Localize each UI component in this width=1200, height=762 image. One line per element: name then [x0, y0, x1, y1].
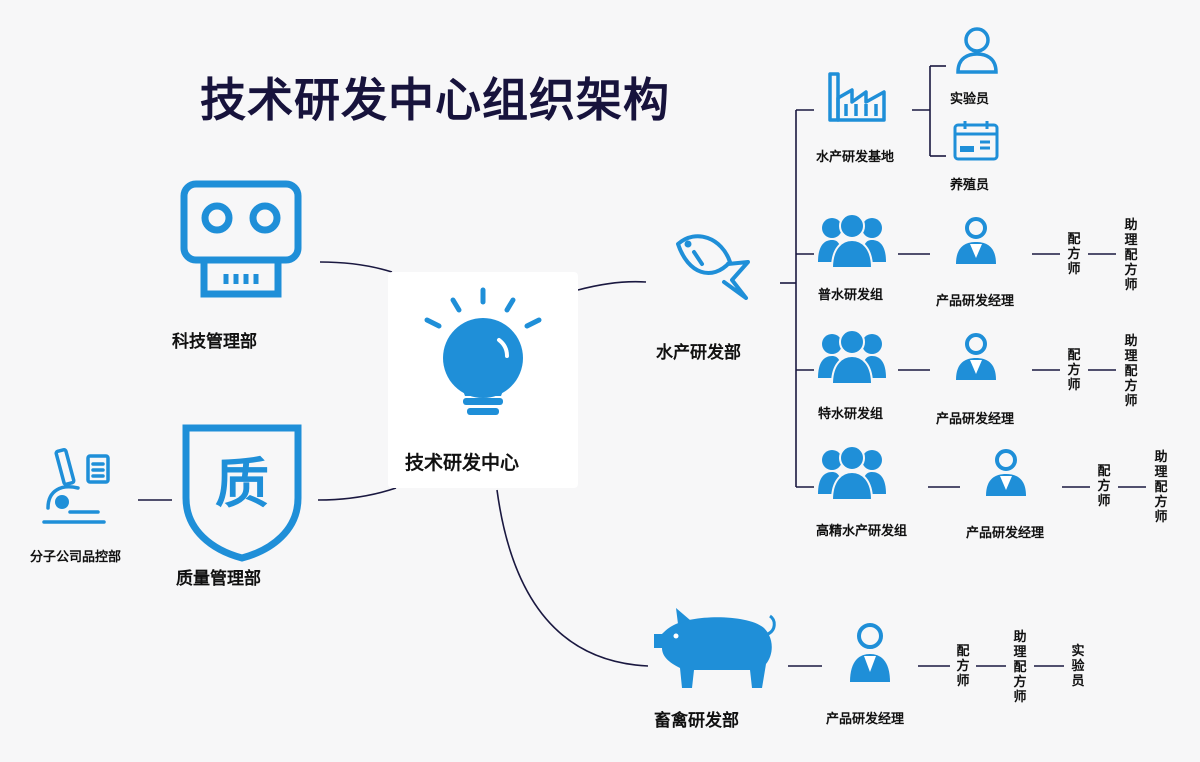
livestock-assistant-label: 助理配方师 — [1013, 630, 1027, 705]
aquatic-base-label: 水产研发基地 — [816, 150, 895, 165]
microscope-icon — [42, 447, 110, 524]
base-lab-staff-label: 实验员 — [950, 92, 990, 107]
livestock-lab-staff-label: 实验员 — [1071, 644, 1085, 689]
page-title: 技术研发中心组织架构 — [200, 73, 670, 127]
group-people-icon — [818, 213, 886, 268]
group-3-manager-label: 产品研发经理 — [966, 526, 1045, 541]
manager-person-icon — [850, 623, 890, 682]
pig-icon — [654, 608, 776, 688]
lab-staff-person-icon — [956, 27, 998, 74]
base-breeder-label: 养殖员 — [950, 178, 990, 193]
group-3-assistant-label: 助理配方师 — [1154, 450, 1168, 525]
group-people-icon — [818, 329, 886, 384]
calendar-breeding-icon — [953, 121, 999, 161]
quality-glyph: 质 — [215, 452, 269, 515]
group-1-manager-label: 产品研发经理 — [936, 294, 1015, 309]
quality-shield-icon: 质 — [182, 424, 302, 562]
fish-icon — [676, 234, 750, 300]
livestock-manager-label: 产品研发经理 — [826, 712, 905, 727]
group-3-label: 高精水产研发组 — [816, 524, 908, 539]
livestock-dept-label: 畜禽研发部 — [654, 711, 739, 731]
group-people-icon — [818, 445, 886, 500]
group-2-formulator-label: 配方师 — [1067, 348, 1081, 393]
group-2-assistant-label: 助理配方师 — [1124, 334, 1138, 409]
factory-icon — [828, 72, 886, 122]
quality-mgmt-label: 质量管理部 — [176, 569, 261, 589]
tech-mgmt-label: 科技管理部 — [172, 332, 257, 352]
aquatic-dept-label: 水产研发部 — [656, 343, 741, 363]
center-label: 技术研发中心 — [405, 452, 520, 474]
livestock-formulator-label: 配方师 — [956, 644, 970, 689]
subsidiary-qc-label: 分子公司品控部 — [30, 550, 122, 565]
group-3-formulator-label: 配方师 — [1097, 464, 1111, 509]
group-2-label: 特水研发组 — [818, 407, 884, 422]
group-1-assistant-label: 助理配方师 — [1124, 218, 1138, 293]
manager-person-icon — [956, 217, 996, 264]
lightbulb-icon — [424, 287, 542, 415]
group-2-manager-label: 产品研发经理 — [936, 412, 1015, 427]
center-node: 技术研发中心 — [388, 272, 578, 488]
robot-icon — [180, 180, 302, 298]
group-1-formulator-label: 配方师 — [1067, 232, 1081, 277]
manager-person-icon — [986, 449, 1026, 496]
manager-person-icon — [956, 333, 996, 380]
group-1-label: 普水研发组 — [818, 288, 884, 303]
